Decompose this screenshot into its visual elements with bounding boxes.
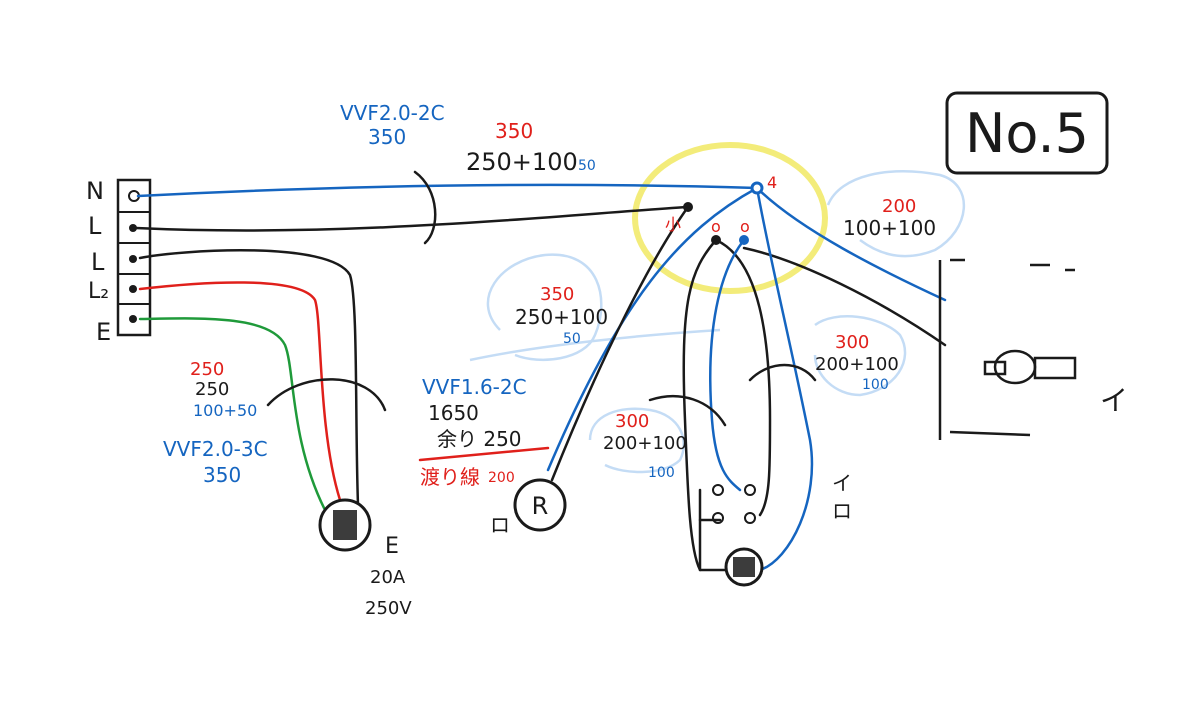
page-title: No.5 [965,102,1089,165]
left-cable-length: 250 [195,379,229,400]
outlet-rating: 20A [370,567,406,588]
feed-cable-type: VVF2.0-2C [340,101,445,125]
fixture-label: イ [1100,384,1128,417]
title-box [945,91,1109,175]
middle-cable-breakdown-small: 50 [563,331,581,347]
feed-cable-length: 350 [368,125,406,149]
right-switch-cable-length-red: 300 [835,332,869,353]
wire-l2-red [138,281,342,502]
middle-cable-breakdown: 250+100 [515,305,608,329]
wire-fixture-black [742,246,947,347]
wire-fixture-blue [755,186,947,302]
feed-cable-breakdown: 250+100 [466,148,578,176]
lamp-r-symbol [513,478,567,532]
right-cable-length-red: 200 [882,196,916,217]
terminal-label-l2: L₂ [88,279,109,304]
switch-group [712,484,764,587]
lamp-r-label: ロ [490,513,510,537]
right-switch-cable-breakdown-small: 100 [862,377,889,393]
wire-e-green [138,317,327,512]
wire-lamp-black [550,205,690,482]
wire-switch-blue-1 [709,238,746,492]
wire-l-outlet-black [138,249,360,507]
middle-cable-length-red: 350 [540,284,574,305]
junction-points [683,181,764,245]
mid-cable-crossover-len: 200 [488,470,515,486]
lamp-r-symbol-text: R [532,492,549,520]
mid-cable-remaining: 余り 250 [437,427,522,451]
terminal-label-e: E [96,318,111,346]
junction-mark-2: o [740,217,750,236]
fixture-symbol [938,258,1077,440]
wires [134,170,947,572]
switch-cable-length-red: 300 [615,411,649,432]
junction-label-ko: 小 [665,215,681,234]
outlet-symbol [318,498,372,552]
wire-switch-black-1 [682,238,718,572]
wire-switch-blue-2 [755,186,814,572]
feed-cable-breakdown-small: 50 [578,158,596,174]
switch-label-i: イ [832,471,852,495]
terminal-label-l1: L [88,212,102,240]
terminal-label-n: N [86,177,104,205]
switch-cable-breakdown-small: 100 [648,465,675,481]
wire-lamp-blue [546,186,759,472]
feed-cable-length-red: 350 [495,119,533,143]
switch-label-ro: ロ [832,499,852,523]
junction-label-4: 4 [767,173,777,192]
wire-l-black [134,205,690,232]
outlet-label: E [385,534,399,559]
wire-switch-black-2 [714,238,772,517]
left-cable-length-red: 250 [190,359,224,380]
switch-cable-breakdown: 200+100 [603,433,687,454]
left-cable-breakdown: 100+50 [193,401,257,420]
right-cable-breakdown: 100+100 [843,216,936,240]
wire-n-blue [136,183,759,198]
right-switch-cable-breakdown: 200+100 [815,354,899,375]
outlet-voltage: 250V [365,598,412,619]
mid-cable-length: 1650 [428,401,479,425]
left-cable-type: VVF2.0-3C [163,437,268,461]
mid-cable-type: VVF1.6-2C [422,375,527,399]
cable-annotation-bubbles [469,170,965,474]
terminal-label-l: L [91,248,105,276]
mid-cable-crossover: 渡り線 [420,465,480,489]
junction-mark-1: o [711,217,721,236]
junction-highlight [632,142,828,294]
left-cable-type-length: 350 [203,463,241,487]
